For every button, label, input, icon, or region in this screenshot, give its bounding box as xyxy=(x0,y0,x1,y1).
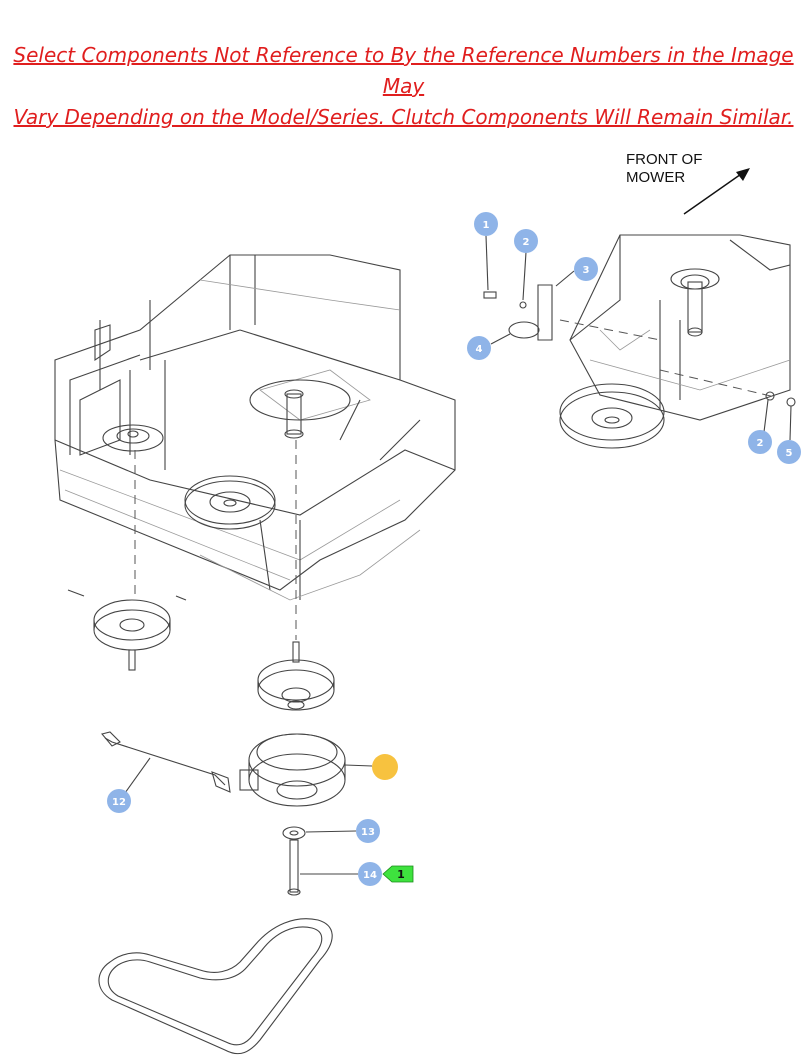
idler-pulley-left xyxy=(67,589,187,671)
quantity-flag[interactable]: 1 xyxy=(382,865,414,883)
quantity-flag-label: 1 xyxy=(397,868,405,881)
housing-pulley xyxy=(184,475,276,530)
notice-line-1: Select Components Not Reference to By th… xyxy=(13,43,794,98)
callout-4-label: 4 xyxy=(476,344,483,355)
callout-2-top-label: 2 xyxy=(523,237,530,248)
electric-pto-clutch xyxy=(239,733,373,807)
callout-14[interactable]: 14 xyxy=(358,862,382,886)
callout-3[interactable]: 3 xyxy=(574,257,598,281)
front-arrow xyxy=(683,168,750,215)
bracket-part-3 xyxy=(537,270,575,341)
nut-part-2b xyxy=(763,391,775,433)
callout-2-bottom[interactable]: 2 xyxy=(748,430,772,454)
notice-line-2: Vary Depending on the Model/Series. Clut… xyxy=(13,105,794,129)
callout-1-label: 1 xyxy=(483,220,490,231)
callout-2-bottom-label: 2 xyxy=(757,438,764,449)
inset-spindle xyxy=(670,268,720,337)
nut-part-5 xyxy=(786,397,796,441)
inset-alignment-line xyxy=(559,319,661,341)
notice-text: Select Components Not Reference to By th… xyxy=(0,40,807,133)
front-of-mower-label: FRONT OF MOWER xyxy=(626,151,702,187)
inset-lower-alignment-line xyxy=(659,369,776,398)
callout-4[interactable]: 4 xyxy=(467,336,491,360)
callout-1[interactable]: 1 xyxy=(474,212,498,236)
callout-5[interactable]: 5 xyxy=(777,440,801,464)
callout-5-label: 5 xyxy=(786,448,793,459)
callout-14-label: 14 xyxy=(363,870,377,881)
callout-3-label: 3 xyxy=(583,265,590,276)
callout-2-top[interactable]: 2 xyxy=(514,229,538,253)
nut-part-2 xyxy=(519,251,527,309)
callout-clutch-highlight[interactable] xyxy=(372,754,398,780)
clutch-washer xyxy=(282,826,357,840)
front-label-line-1: FRONT OF xyxy=(626,151,703,168)
left-spindle-assembly xyxy=(102,424,164,452)
clutch-wire-harness xyxy=(101,731,231,794)
callout-13-label: 13 xyxy=(361,827,375,838)
drive-pulley xyxy=(257,641,335,711)
mower-deck-housing xyxy=(54,254,456,601)
callout-13[interactable]: 13 xyxy=(356,819,380,843)
inset-deck-view xyxy=(569,234,791,421)
callout-12-label: 12 xyxy=(112,797,126,808)
deck-belt xyxy=(98,918,333,1055)
ring-part-4 xyxy=(490,321,540,345)
callout-12[interactable]: 12 xyxy=(107,789,131,813)
bolt-part-1 xyxy=(483,235,497,299)
inset-pulley xyxy=(559,383,665,449)
center-spindle xyxy=(249,379,351,439)
front-label-line-2: MOWER xyxy=(626,169,686,186)
clutch-bolt xyxy=(287,839,358,896)
